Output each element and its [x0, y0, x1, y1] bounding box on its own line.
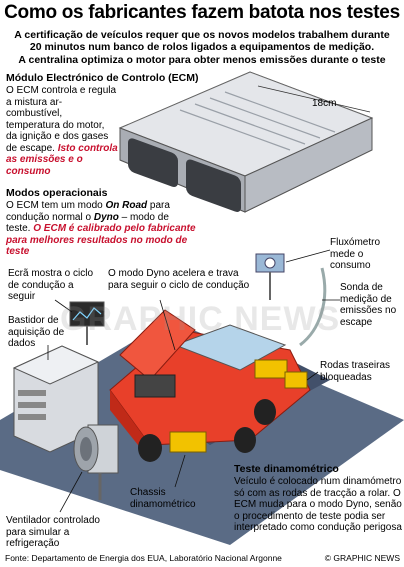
- test-car: [109, 309, 311, 462]
- intro-line-1: A certificação de veículos requer que os…: [14, 29, 390, 41]
- exhaust-probe: [299, 267, 327, 347]
- test-description: Veículo é colocado num dinamómetro só co…: [234, 476, 402, 533]
- driving-cycle-screen: [69, 301, 105, 345]
- flowmeter: [255, 253, 285, 300]
- cooling-fan: [73, 424, 119, 500]
- data-rack: [12, 345, 100, 453]
- label-fan: Ventilador controlado para simular a ref…: [6, 515, 100, 549]
- intro-line-3: A centralina optimiza o motor para obter…: [18, 54, 386, 66]
- modes-highlight: O ECM é calibrado pelo fabricante para m…: [6, 223, 196, 257]
- test-heading: Teste dinamométrico: [234, 463, 339, 475]
- ecm-body-text: O ECM controla e regula a mistura ar-com…: [6, 85, 117, 154]
- label-dyno-mode: O modo Dyno acelera e trava para seguir …: [108, 268, 250, 291]
- label-chassis: Chassis dinamométrico: [130, 487, 196, 510]
- ecm-highlight: Isto controla as emissões e o consumo: [6, 142, 118, 177]
- copyright: © GRAPHIC NEWS: [324, 553, 400, 563]
- modes-part-1: O ECM tem um modo: [6, 200, 106, 211]
- label-data-rack: Bastidor de aquisição de dados: [8, 315, 65, 349]
- label-flowmeter: Fluxómetro mede o consumo: [330, 237, 381, 271]
- modes-heading: Modos operacionais: [6, 187, 108, 199]
- modes-description: O ECM tem um modo On Road para condução …: [6, 200, 196, 258]
- modes-part-3: – modo de teste.: [6, 211, 169, 235]
- page-title: Como os fabricantes fazem batota nos tes…: [4, 2, 400, 23]
- ecm-description: O ECM controla e regula a mistura ar-com…: [6, 85, 118, 177]
- modes-part-2: para condução normal o: [6, 200, 170, 223]
- ecm-heading: Módulo Electrónico de Controlo (ECM): [6, 72, 199, 84]
- label-rear-wheels: Rodas traseiras bloqueadas: [320, 360, 391, 383]
- dyno-rollers: [169, 359, 308, 453]
- mode-dyno: Dyno: [93, 211, 119, 223]
- leader-lines: [47, 249, 340, 513]
- watermark: GRAPHIC NEWS: [60, 300, 341, 338]
- intro-line-2: 20 minutos num banco de rolos ligados a …: [29, 41, 375, 53]
- label-screen: Ecrã mostra o ciclo de condução a seguir: [8, 268, 94, 302]
- source-credit: Fonte: Departamento de Energia dos EUA, …: [5, 553, 282, 563]
- ecm-module: [118, 71, 374, 213]
- mode-on-road: On Road: [105, 200, 148, 211]
- label-exhaust-probe: Sonda de medição de emissões no escape: [340, 282, 397, 328]
- ecm-dimension: 18cm: [312, 98, 337, 109]
